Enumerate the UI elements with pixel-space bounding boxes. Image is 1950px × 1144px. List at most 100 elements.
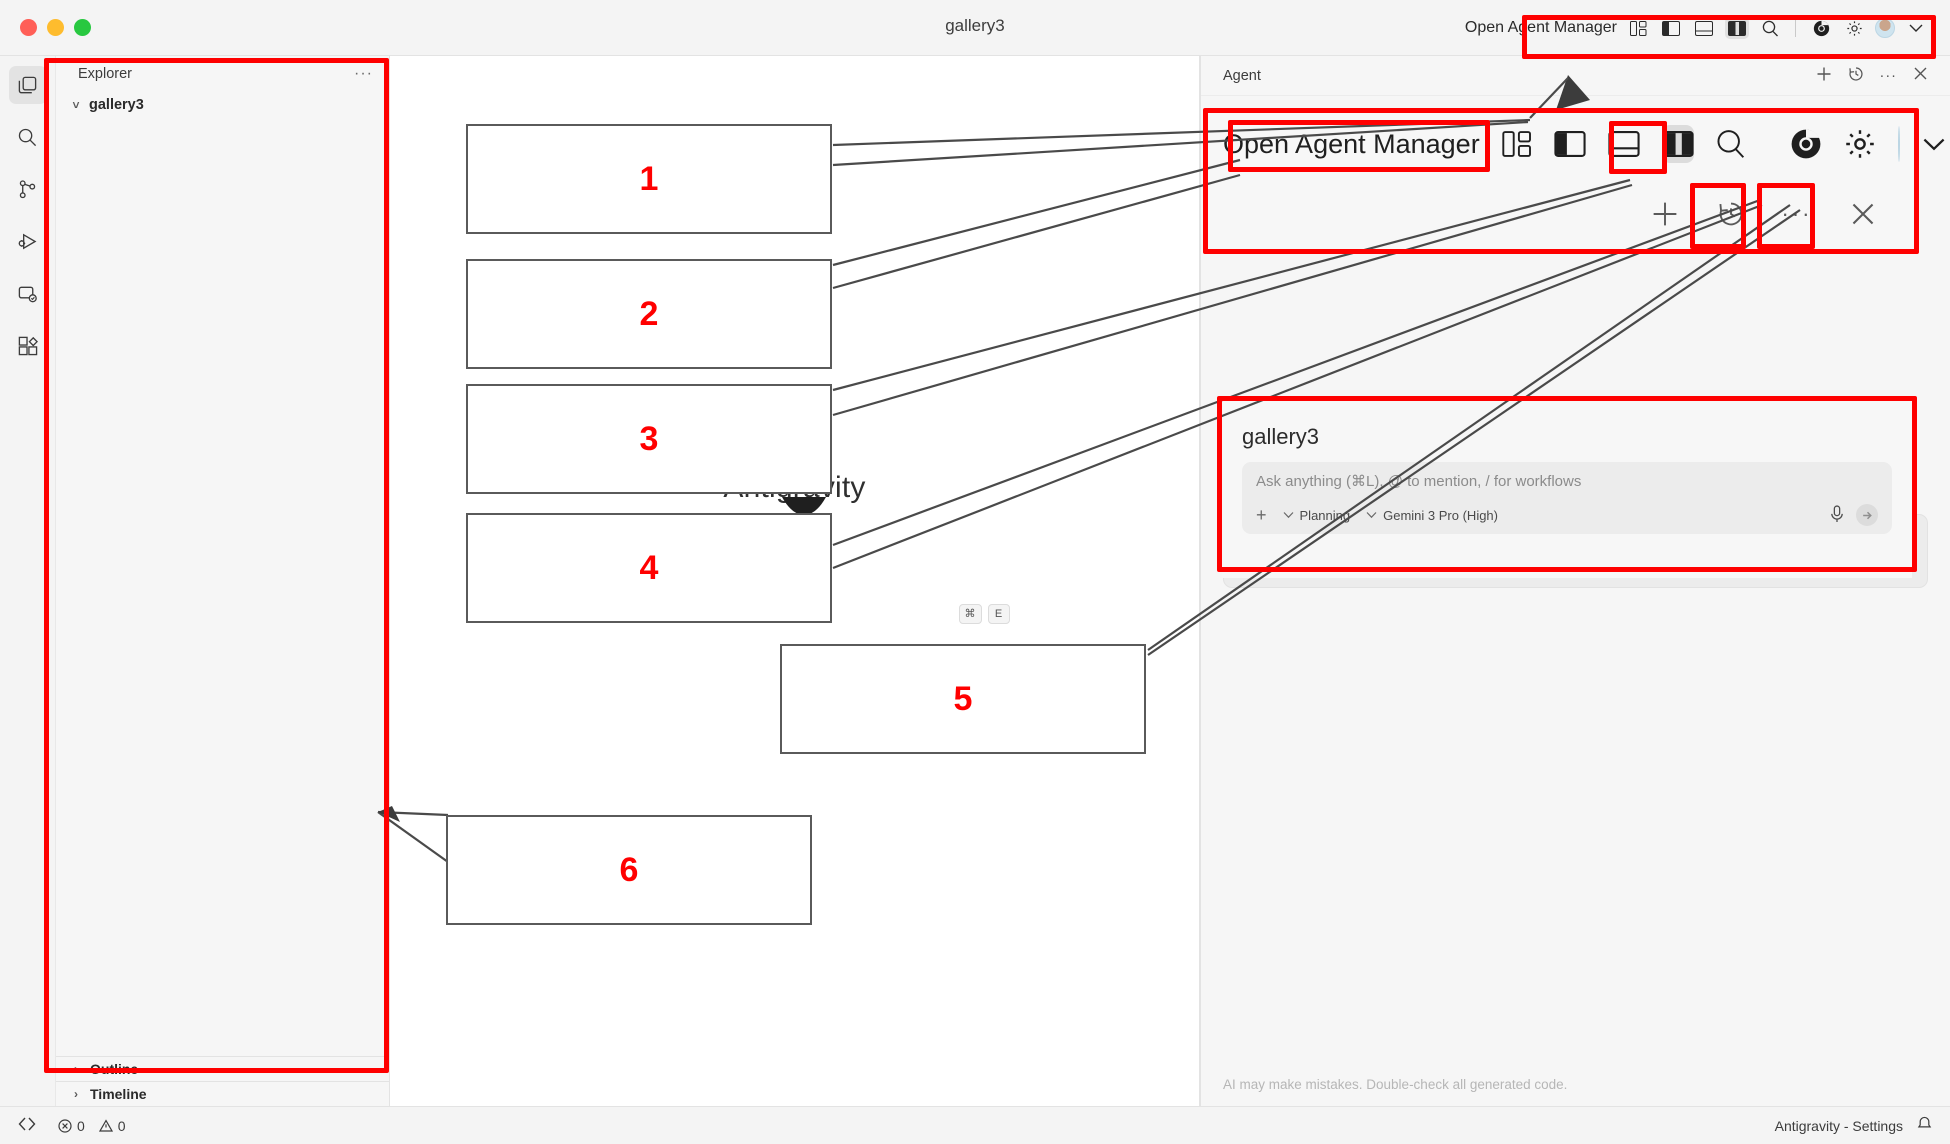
explorer-panel: Explorer ··· ˅ gallery3 › Outline › Time… (56, 56, 390, 1106)
magnified-chrome-browser-icon[interactable] (1790, 125, 1822, 163)
chevron-down-icon[interactable] (1904, 17, 1928, 39)
welcome-title: Antigravity (723, 471, 866, 504)
magnified-composer-mode-selector[interactable]: Planning (1283, 507, 1351, 523)
editor-area: Antigravity Switch to Agent Manager Code… (390, 56, 1200, 1106)
status-bar-diagnostics[interactable]: 0 0 (58, 1118, 126, 1134)
magnified-gear-icon[interactable] (1844, 125, 1876, 163)
chevron-right-icon: › (74, 1087, 78, 1101)
toolbar-divider (1795, 19, 1796, 37)
magnified-composer-mode-label: Planning (1299, 507, 1351, 523)
magnified-conversation-title: gallery3 (1242, 424, 1320, 449)
agent-disclaimer: AI may make mistakes. Double-check all g… (1223, 1077, 1568, 1092)
chrome-browser-icon[interactable] (1809, 17, 1833, 39)
magnified-layout-sidebar-left-icon[interactable] (1554, 125, 1586, 163)
magnified-chevron-down-icon[interactable] (1922, 125, 1946, 163)
explorer-root-folder[interactable]: ˅ gallery3 (56, 92, 389, 118)
explorer-section-outline-label: Outline (90, 1061, 139, 1077)
status-bar-right: Antigravity - Settings (1775, 1116, 1932, 1135)
welcome-row-keys: ⌘ E (958, 603, 1010, 624)
activity-bar (0, 56, 56, 1106)
window-title: gallery3 (945, 16, 1005, 35)
welcome-row-label: Code with Agent (579, 575, 693, 593)
warning-count: 0 (98, 1117, 126, 1134)
magnified-composer-model-label: Gemini 3 Pro (High) (1383, 507, 1498, 523)
explorer-title: Explorer (78, 66, 132, 82)
magnified-composer-box[interactable]: Ask anything (⌘L), @ to mention, / for w… (1242, 462, 1892, 534)
magnified-composer-right-actions (1830, 504, 1878, 526)
traffic-lights (20, 19, 91, 36)
maximize-window-button[interactable] (74, 19, 91, 36)
explorer-section-timeline[interactable]: › Timeline (56, 1081, 389, 1106)
explorer-more-actions-icon[interactable]: ··· (354, 65, 373, 82)
magnified-composer-placeholder: Ask anything (⌘L), @ to mention, / for w… (1256, 473, 1582, 490)
explorer-header: Explorer ··· (56, 56, 389, 92)
welcome-row-switch-agent-manager[interactable]: Switch to Agent Manager (580, 541, 1010, 570)
welcome-screen: Antigravity Switch to Agent Manager Code… (390, 471, 1199, 628)
bell-icon[interactable] (1917, 1116, 1932, 1135)
minimize-window-button[interactable] (47, 19, 64, 36)
welcome-row-label: Switch to Agent Manager (579, 546, 752, 564)
status-bar-left: 0 0 (18, 1117, 126, 1134)
agent-panel-header: Agent ··· (1201, 56, 1950, 96)
magnified-more-icon[interactable]: ··· (1781, 201, 1813, 226)
history-button[interactable] (1848, 66, 1864, 86)
layout-sidebar-left-icon[interactable] (1659, 17, 1683, 39)
explorer-root-folder-label: gallery3 (89, 97, 144, 113)
sidebar-item-explorer[interactable] (8, 66, 47, 104)
warning-count-value: 0 (117, 1117, 126, 1134)
welcome-row-edit-code-inline[interactable]: Edit code inline ⌘ E (580, 599, 1010, 628)
magnified-search-icon[interactable] (1716, 125, 1746, 163)
layout-panel-grid-icon[interactable] (1626, 17, 1650, 39)
sidebar-item-extensions[interactable] (9, 326, 47, 364)
magnified-send-arrow-icon[interactable] (1856, 504, 1878, 526)
search-icon[interactable] (1758, 17, 1782, 39)
welcome-shortcut-list: Switch to Agent Manager Code with Agent … (580, 541, 1010, 628)
sidebar-item-remote-explorer[interactable] (9, 274, 47, 312)
titlebar-toolbar: Open Agent Manager (1457, 9, 1936, 47)
error-count-value: 0 (77, 1117, 85, 1134)
avatar[interactable] (1875, 18, 1895, 38)
new-conversation-button[interactable] (1816, 66, 1832, 86)
magnified-layout-panel-grid-icon[interactable] (1502, 125, 1532, 163)
magnified-new-conversation-button[interactable] (1645, 194, 1685, 234)
remote-window-icon[interactable] (18, 1117, 36, 1134)
status-bar-settings-label[interactable]: Antigravity - Settings (1774, 1117, 1903, 1134)
sidebar-item-search[interactable] (9, 118, 47, 156)
magnified-composer: gallery3 Ask anything (⌘L), @ to mention… (1222, 400, 1912, 578)
explorer-bottom-sections: › Outline › Timeline (56, 1056, 389, 1106)
magnified-open-agent-manager-label[interactable]: Open Agent Manager (1223, 128, 1480, 159)
welcome-row-code-with-agent[interactable]: Code with Agent (580, 570, 1010, 599)
layout-sidebar-right-icon[interactable] (1725, 17, 1749, 39)
more-icon[interactable]: ··· (1879, 67, 1897, 84)
magnified-agent-header-row: ··· (1205, 178, 1917, 250)
key-e: E (987, 603, 1010, 624)
agent-panel-title: Agent (1223, 67, 1261, 84)
sidebar-item-source-control[interactable] (9, 170, 47, 208)
magnified-layout-panel-bottom-icon[interactable] (1608, 125, 1640, 163)
explorer-section-timeline-label: Timeline (90, 1086, 147, 1102)
magnified-avatar[interactable] (1897, 126, 1900, 162)
chevron-right-icon: › (74, 1062, 78, 1076)
status-bar: 0 0 Antigravity - Settings (0, 1106, 1950, 1144)
chevron-down-icon: ˅ (72, 98, 80, 112)
magnified-close-icon[interactable] (1843, 194, 1883, 234)
titlebar: gallery3 Open Agent Manager (0, 0, 1950, 56)
magnified-toolbar: Open Agent Manager (1205, 110, 1945, 178)
magnified-composer-model-selector[interactable]: Gemini 3 Pro (High) (1366, 508, 1498, 523)
magnified-microphone-icon[interactable] (1830, 504, 1844, 526)
open-agent-manager-label[interactable]: Open Agent Manager (1464, 19, 1617, 36)
magnified-composer-add-button[interactable]: + (1256, 504, 1267, 525)
close-icon[interactable] (1913, 66, 1928, 85)
welcome-row-label: Edit code inline (579, 604, 685, 622)
magnified-layout-sidebar-right-icon[interactable] (1661, 125, 1694, 163)
key-command: ⌘ (958, 603, 982, 624)
layout-panel-bottom-icon[interactable] (1692, 17, 1716, 39)
sidebar-item-run-and-debug[interactable] (9, 222, 47, 260)
magnified-history-button[interactable] (1711, 194, 1751, 234)
agent-panel-header-actions: ··· (1816, 66, 1929, 86)
explorer-section-outline[interactable]: › Outline (56, 1056, 389, 1081)
error-count: 0 (58, 1118, 85, 1134)
gear-icon[interactable] (1842, 17, 1866, 39)
close-window-button[interactable] (20, 19, 37, 36)
